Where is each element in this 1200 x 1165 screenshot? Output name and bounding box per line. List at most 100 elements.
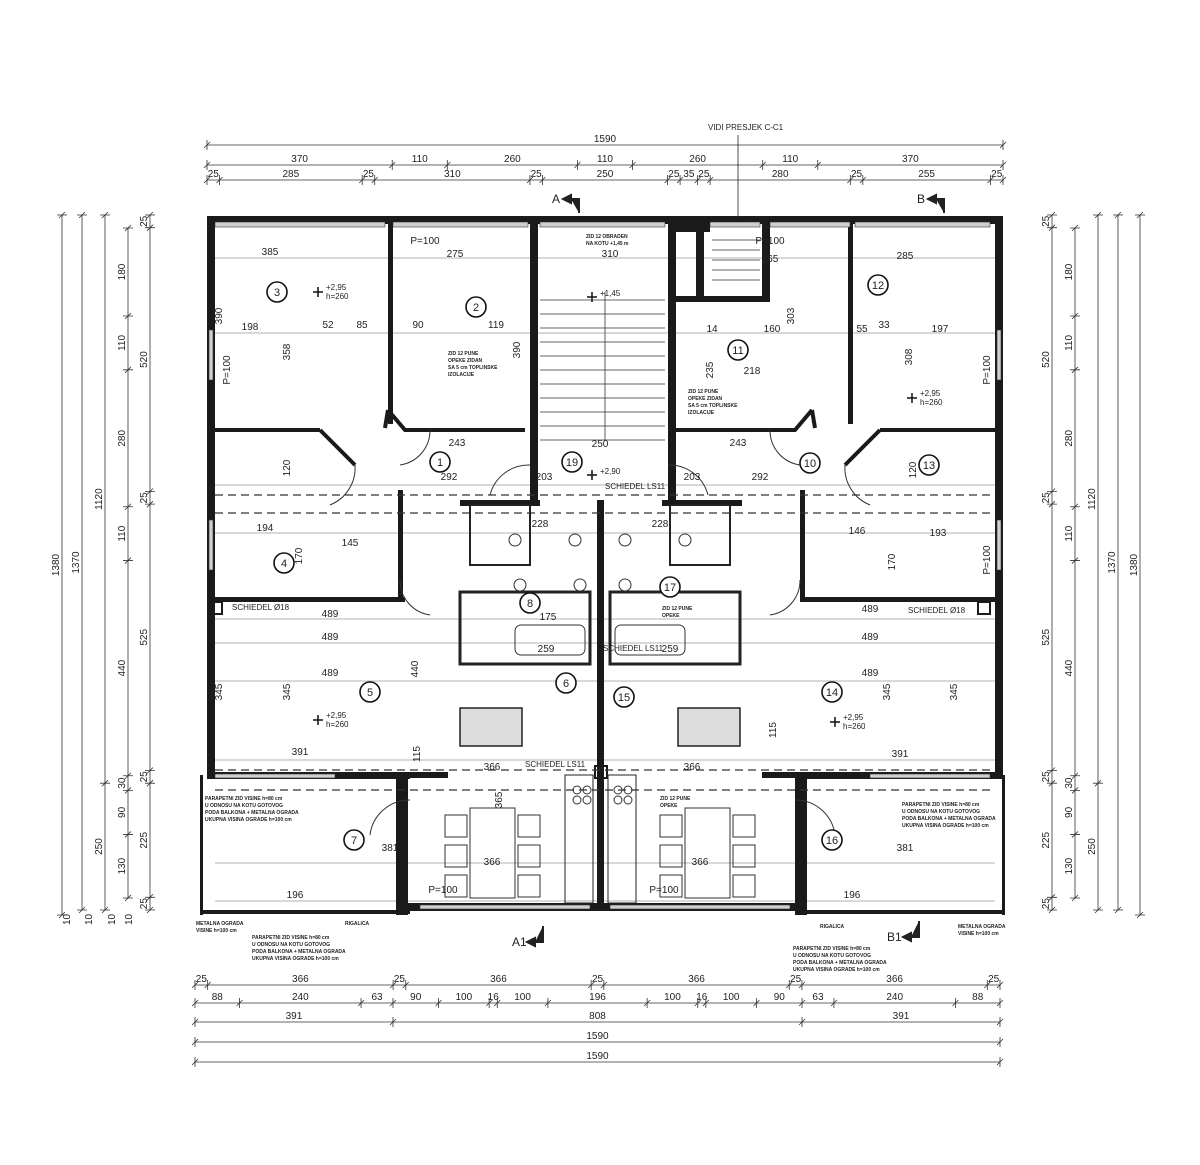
room-marker: 4 <box>273 552 295 574</box>
note-parapet-left-bottom: PARAPETNI ZID VISINE h=80 cm U ODNOSU NA… <box>252 935 346 962</box>
door-swing <box>329 464 356 506</box>
dimension-value: 25 <box>668 169 680 180</box>
wall <box>530 224 538 500</box>
note-line: SA 5 cm TOPLINSKE <box>448 365 498 371</box>
interior-dimension: 250 <box>592 439 609 450</box>
interior-dimension: 203 <box>684 472 701 483</box>
interior-dimension: 489 <box>322 632 339 643</box>
bathroom-wall <box>458 590 592 666</box>
dimension-value: 180 <box>1064 263 1075 280</box>
dimension-value: 110 <box>1064 335 1075 351</box>
note-line: UKUPNA VISINA OGRADE h=100 cm <box>793 967 880 973</box>
dimension-value: 10 <box>124 913 135 925</box>
dimension-value: 525 <box>139 629 150 646</box>
room-number: 16 <box>826 835 838 847</box>
dimension-tick <box>798 998 806 1008</box>
dimension-tick <box>694 998 702 1008</box>
dimension-value: 25 <box>363 169 375 180</box>
door-swing <box>844 464 871 506</box>
level-marker-icon <box>313 715 323 725</box>
note-line: VISINE h=100 cm <box>196 928 237 934</box>
interior-dimension: 120 <box>282 459 293 476</box>
dimension-value: 25 <box>1041 771 1052 783</box>
section-b-label: B <box>917 192 925 206</box>
bathtub-icon <box>614 624 686 656</box>
interior-dimension: 194 <box>257 523 274 534</box>
interior-dimension: 308 <box>904 348 915 365</box>
dimension-value: 25 <box>394 974 406 985</box>
room-marker: 12 <box>867 274 889 296</box>
dimension-tick <box>1070 831 1080 838</box>
dimension-tick <box>357 998 365 1008</box>
interior-dimension: 196 <box>844 890 861 901</box>
interior-dimension: 33 <box>878 320 890 331</box>
dimension-value: 25 <box>851 169 863 180</box>
interior-dimension: 90 <box>412 320 424 331</box>
walls <box>200 216 1005 915</box>
dimension-tick <box>1047 894 1057 901</box>
note-line: IZOLACIJE <box>688 410 715 416</box>
dimension-value: 10 <box>62 913 73 925</box>
section-marker-b1: B1 <box>887 921 920 944</box>
interior-dimension: 303 <box>786 307 797 324</box>
room-marker: 3 <box>266 281 288 303</box>
dimension-tick <box>526 175 534 185</box>
dimension-tick <box>952 998 959 1008</box>
wall <box>762 224 770 302</box>
dimension-value: 100 <box>723 992 740 1003</box>
dimension-tick <box>587 980 595 990</box>
dimension-value: 90 <box>410 992 422 1003</box>
interior-dimension: 489 <box>322 609 339 620</box>
door-swing <box>489 464 531 496</box>
dimension-tick <box>1070 787 1080 794</box>
section-marker-a1: A1 <box>512 926 544 949</box>
note-plain-wall-1: ZID 12 PUNE OPEKE <box>662 606 693 619</box>
note-line: METALNA OGRADA <box>958 924 1006 930</box>
dimension-tick <box>493 998 501 1008</box>
dimension-tick <box>539 175 546 185</box>
room-number-circle <box>266 281 288 303</box>
stove-burner-icon <box>623 785 633 795</box>
room-number: 13 <box>923 460 935 472</box>
chimney-icon <box>977 601 991 615</box>
section-note: VIDI PRESJEK C-C1 <box>708 123 784 132</box>
dimension-tick <box>574 160 581 170</box>
dimension-value: 440 <box>117 659 128 676</box>
dimension-tick <box>1135 211 1145 219</box>
dining-table <box>469 807 516 899</box>
dimension-value: 255 <box>918 169 935 180</box>
note-line: PARAPETNI ZID VISINE h=80 cm <box>902 802 980 808</box>
note-spout-left: RIGALICA <box>345 921 370 927</box>
wall <box>662 500 742 506</box>
door-swing <box>769 429 801 466</box>
note-plain-wall-2: ZID 12 PUNE OPEKE <box>660 796 691 809</box>
dimension-tick <box>100 211 110 219</box>
note-line: PARAPETNI ZID VISINE h=80 cm <box>205 796 283 802</box>
interior-dimension: 381 <box>897 843 914 854</box>
dimension-value: 250 <box>597 169 614 180</box>
bathtub-icon <box>514 624 586 656</box>
sanitary-fixture-icon <box>513 578 527 592</box>
dimension-tick <box>600 980 608 990</box>
dimension-value: 110 <box>597 154 613 165</box>
room-number: 11 <box>732 345 743 357</box>
interior-dimension: 259 <box>538 644 555 655</box>
room-marker: 2 <box>465 296 487 318</box>
dimension-tick <box>1093 906 1103 914</box>
interior-dimension: 366 <box>684 762 701 773</box>
window <box>869 773 991 779</box>
dimension-tick <box>1070 503 1080 511</box>
room-number: 17 <box>664 582 676 594</box>
dimension-value: 63 <box>371 992 383 1003</box>
room-number-circle <box>727 339 749 361</box>
interior-dimension: 391 <box>892 749 909 760</box>
level-marker-icon <box>907 393 917 403</box>
level-value: +2,95 <box>326 711 347 720</box>
dimension-tick <box>123 503 133 511</box>
room-number-circle <box>359 681 381 703</box>
interior-dimension: P=100 <box>755 236 785 247</box>
note-parapet-balcony-left: PARAPETNI ZID VISINE h=80 cm U ODNOSU NA… <box>205 796 299 823</box>
dimension-value: 100 <box>514 992 531 1003</box>
note-line: IZOLACIJE <box>448 372 475 378</box>
level-value: +2,95 <box>843 713 864 722</box>
